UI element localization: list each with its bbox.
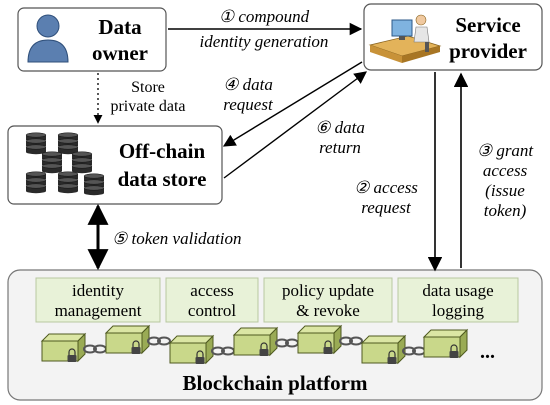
block-icon	[40, 332, 87, 363]
module-label-line1: policy update	[282, 281, 374, 300]
block-icon	[104, 324, 151, 355]
module-label-line2: management	[55, 301, 142, 320]
database-icons	[25, 132, 105, 196]
database-icon	[83, 173, 105, 196]
module-box	[165, 277, 259, 323]
block-icon	[232, 326, 279, 357]
module-box	[263, 277, 393, 323]
offchain-store-label-line1: Off-chain	[119, 139, 206, 163]
blockchain-platform-title: Blockchain platform	[183, 371, 368, 395]
module-access-control: access control	[165, 277, 259, 323]
edge-label-e3-line3: (issue	[485, 181, 525, 200]
service-desk-icon	[368, 14, 442, 63]
block-icon	[422, 328, 469, 359]
service-provider-node: Service provider	[363, 3, 543, 71]
module-data-usage-logging: data usage logging	[397, 277, 519, 323]
edge-label-e4-line2: request	[223, 95, 274, 114]
module-policy-update-revoke: policy update & revoke	[263, 277, 393, 323]
database-icon	[57, 171, 79, 194]
person-icon	[27, 14, 69, 63]
block-icon	[360, 334, 407, 365]
module-label-line1: data usage	[422, 281, 493, 300]
module-label-line1: access	[190, 281, 233, 300]
module-box	[397, 277, 519, 323]
database-icon	[71, 151, 93, 174]
data-owner-label-line1: Data	[98, 15, 142, 39]
edge-label-e1-line1: ① compound	[219, 7, 310, 26]
edge-label-e2-line1: ② access	[354, 178, 418, 197]
service-provider-label-line1: Service	[455, 13, 520, 37]
offchain-store-node: Off-chain data store	[7, 125, 223, 205]
module-box	[35, 277, 161, 323]
edge-label-e6-line1: ⑥ data	[315, 118, 365, 137]
edge-label-e5: ⑤ token validation	[112, 229, 242, 248]
edge-label-e4-line1: ④ data	[223, 75, 273, 94]
edge-label-e3-line4: token)	[484, 201, 527, 220]
offchain-store-label-line2: data store	[118, 167, 207, 191]
edge-label-e3-line1: ③ grant	[477, 141, 535, 160]
data-owner-node: Data owner	[17, 7, 167, 72]
edge-label-e2-line2: request	[361, 198, 412, 217]
block-icon	[168, 334, 215, 365]
service-provider-label-line2: provider	[449, 39, 527, 63]
database-icon	[41, 151, 63, 174]
blockchain-platform: identity management access control polic…	[7, 269, 543, 401]
arrow-data-request	[222, 61, 363, 147]
edge-label-e1-line2: identity generation	[200, 32, 329, 51]
module-label-line2: & revoke	[296, 301, 360, 320]
edge-label-store-line1: Store	[131, 79, 165, 96]
data-owner-label-line2: owner	[92, 41, 148, 65]
database-icon	[25, 171, 47, 194]
database-icon	[25, 132, 47, 155]
module-label-line2: control	[188, 301, 236, 320]
chain-link-icon	[147, 336, 171, 346]
module-label-line2: logging	[432, 301, 484, 320]
arrow-data-return	[223, 71, 368, 179]
database-icon	[57, 132, 79, 155]
edge-label-e3-line2: access	[483, 161, 528, 180]
edge-label-store-line2: private data	[110, 98, 185, 115]
chain-link-icon	[339, 336, 363, 346]
block-icon	[296, 324, 343, 355]
block-chain	[40, 324, 469, 365]
module-identity-management: identity management	[35, 277, 161, 323]
edge-label-e6-line2: return	[319, 138, 361, 157]
chain-ellipsis: ...	[480, 341, 495, 363]
module-label-line1: identity	[72, 281, 124, 300]
